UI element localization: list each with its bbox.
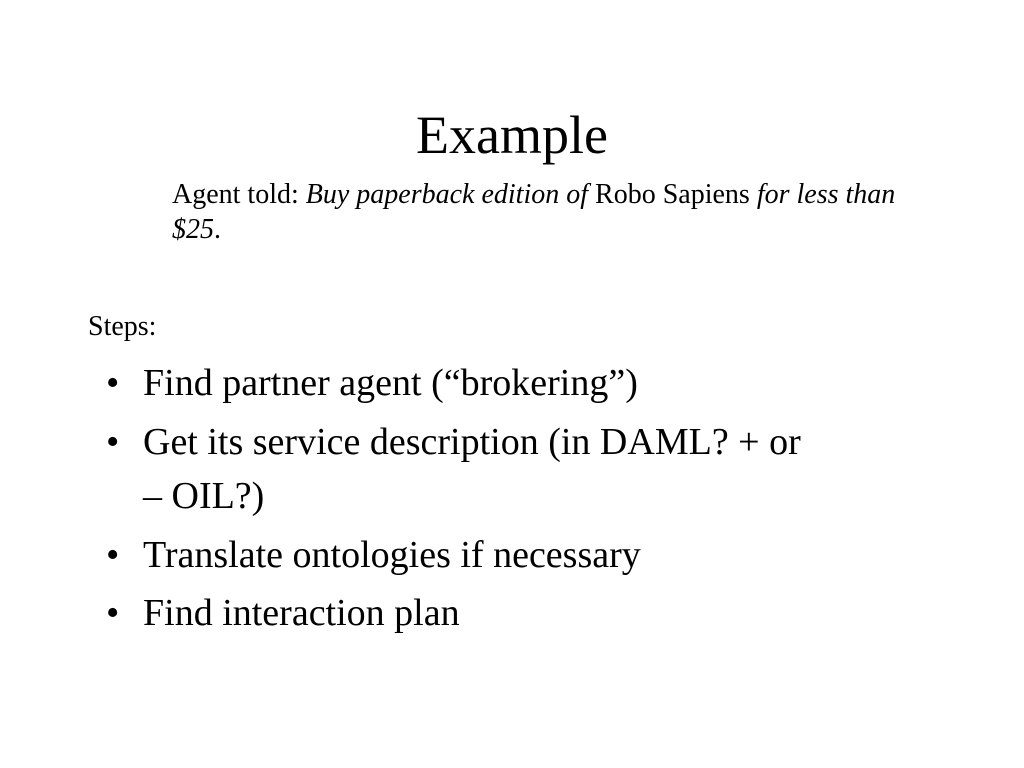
- steps-label: Steps:: [88, 311, 157, 342]
- list-item-text: Get its service description (in DAML? + …: [143, 421, 801, 463]
- list-item-text: Translate ontologies if necessary: [143, 534, 641, 576]
- list-item: • Find interaction plan: [106, 587, 946, 639]
- steps-list: • Find partner agent (“brokering”) • Get…: [106, 357, 946, 645]
- list-item-text-continued: – OIL?): [143, 475, 265, 517]
- task-prefix: Agent told:: [172, 179, 306, 210]
- list-item-text: Find partner agent (“brokering”): [143, 362, 638, 404]
- task-book-title: Robo Sapiens: [588, 179, 757, 210]
- task-statement: Agent told: Buy paperback edition of Rob…: [172, 177, 942, 247]
- list-item-text: Find interaction plan: [143, 592, 460, 634]
- slide-title: Example: [416, 105, 608, 165]
- bullet-icon: •: [106, 534, 120, 576]
- task-italic-2: for less than $25: [172, 179, 896, 245]
- task-italic-1: Buy paperback edition of: [305, 179, 589, 210]
- bullet-icon: •: [106, 592, 120, 634]
- list-item: • Translate ontologies if necessary: [106, 529, 946, 581]
- bullet-icon: •: [106, 421, 120, 463]
- list-item: • Find partner agent (“brokering”): [106, 357, 946, 409]
- bullet-icon: •: [106, 362, 120, 404]
- task-suffix: .: [214, 214, 221, 245]
- list-item: • Get its service description (in DAML? …: [106, 415, 946, 523]
